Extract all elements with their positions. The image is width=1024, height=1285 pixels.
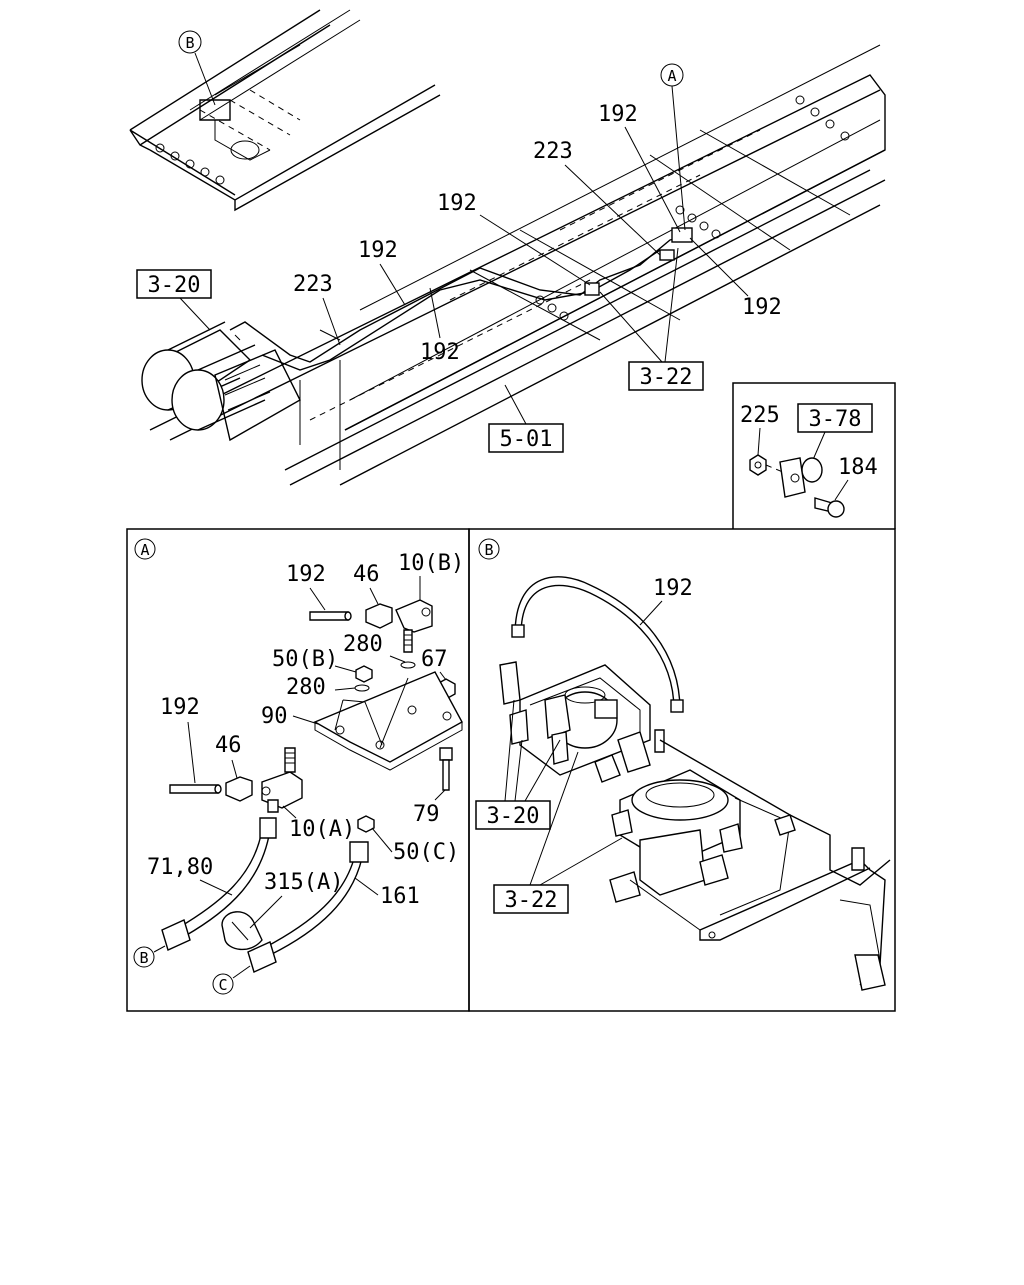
ref-box-3-20: 3-20 (136, 269, 212, 331)
detail-a-title: A (140, 541, 149, 559)
callout-192: 192 (653, 576, 693, 601)
ref-label: 5-01 (500, 427, 553, 452)
callout-280: 280 (343, 632, 383, 657)
callout-192: 192 (358, 238, 398, 263)
callout-b-top: B (178, 30, 216, 106)
overview-callouts: 192 223 192 192 223 192 192 (293, 102, 782, 365)
callout-67: 67 (421, 647, 448, 672)
callout-225: 225 (740, 403, 780, 428)
ref-box-3-20 (475, 800, 551, 830)
brake-pipe-route (229, 227, 693, 371)
callout-50-b: 50(B) (272, 647, 338, 672)
callout-90: 90 (261, 704, 288, 729)
callout-50-c: 50(C) (393, 840, 459, 865)
callout-184: 184 (838, 455, 878, 480)
callout-192: 192 (437, 191, 477, 216)
hose-end-c: C (218, 976, 227, 994)
ref-label: 3-78 (809, 407, 862, 432)
callout-192: 192 (160, 695, 200, 720)
callout-79: 79 (413, 802, 440, 827)
callout-a-top: A (660, 63, 686, 231)
callout-315-a: 315(A) (264, 870, 343, 895)
callout-192: 192 (598, 102, 638, 127)
ref-label: 3-22 (505, 888, 558, 913)
callout-10-a: 10(A) (289, 817, 355, 842)
frame-rail-upper-left (129, 9, 441, 212)
air-tank-assembly (141, 321, 301, 442)
ref-label: 3-22 (640, 365, 693, 390)
callout-46: 46 (215, 733, 242, 758)
circle-label: B (185, 34, 194, 52)
callout-71-80: 71,80 (147, 855, 213, 880)
callout-192: 192 (420, 340, 460, 365)
ref-label: 3-20 (487, 804, 540, 829)
callout-161: 161 (380, 884, 420, 909)
ref-box-3-22: 3-22 (599, 247, 704, 391)
callout-192: 192 (286, 562, 326, 587)
ref-box-5-01: 5-01 (488, 384, 564, 453)
inset-panel: 225 3-78 184 (732, 382, 896, 529)
callout-223: 223 (533, 139, 573, 164)
callout-46: 46 (353, 562, 380, 587)
callout-10-b: 10(B) (398, 551, 464, 576)
callout-223: 223 (293, 272, 333, 297)
detail-b-title: B (484, 541, 493, 559)
callout-192: 192 (742, 295, 782, 320)
ref-box-3-22 (493, 884, 569, 914)
hose-end-b: B (139, 949, 148, 967)
detail-b-panel: B (468, 528, 896, 1012)
circle-label: A (667, 67, 676, 85)
detail-a-panel: A (126, 528, 470, 1012)
chassis-frame (149, 44, 886, 486)
ref-label: 3-20 (148, 273, 201, 298)
callout-280: 280 (286, 675, 326, 700)
